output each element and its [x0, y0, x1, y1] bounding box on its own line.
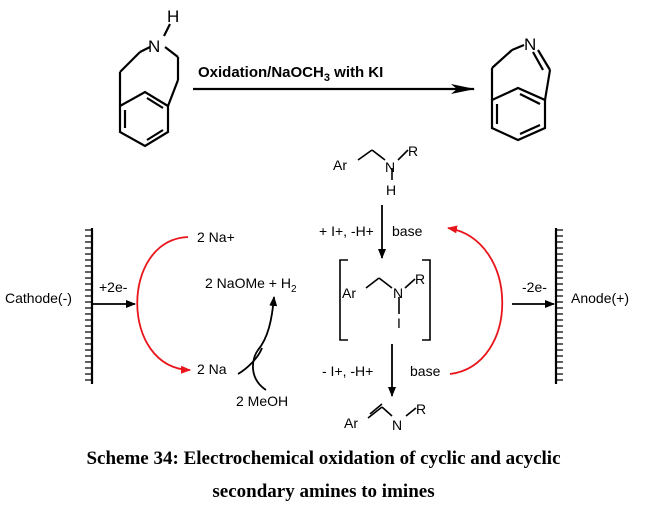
- intermediate-brackets: [339, 259, 431, 341]
- reaction-conditions: Oxidation/NaOCH3 with KI: [198, 64, 383, 84]
- intermediate-n: N: [393, 285, 403, 301]
- cathode-electrons: +2e-: [99, 279, 128, 295]
- intermediate-i: I: [397, 315, 401, 331]
- amine-n: N: [385, 159, 395, 175]
- meoh-label: 2 MeOH: [236, 393, 288, 409]
- naome-h2-label: 2 NaOMe + H2: [205, 275, 297, 295]
- amine-r: R: [408, 143, 418, 159]
- anode-electrons: -2e-: [522, 279, 547, 295]
- na-label: 2 Na: [197, 361, 227, 377]
- amine-structure: [357, 149, 409, 180]
- na-plus-label: 2 Na+: [197, 229, 235, 245]
- step1-right-label: base: [392, 223, 423, 239]
- anode-label: Anode(+): [571, 290, 629, 306]
- anode-electrode: [554, 228, 563, 384]
- step2-left-label: - I+, -H+: [322, 363, 373, 379]
- cathode-label: Cathode(-): [5, 290, 72, 306]
- cathode-red-arrow: [136, 236, 191, 374]
- imine-structure: [367, 403, 417, 419]
- anode-red-arrow: [447, 225, 504, 375]
- reactant-tetrahydroisoquinoline: [118, 23, 180, 148]
- reactant-hydrogen: H: [167, 7, 179, 26]
- step2-right-label: base: [410, 363, 441, 379]
- naome-formation-arrow: [252, 296, 278, 391]
- cathode-electrode: [85, 228, 94, 384]
- na-join-line: [237, 347, 263, 375]
- intermediate-ar: Ar: [342, 285, 356, 301]
- imine-ar: Ar: [344, 415, 358, 431]
- product-nitrogen: N: [524, 35, 536, 54]
- product-dihydroisoquinoline: [490, 43, 552, 142]
- intermediate-r: R: [415, 271, 425, 287]
- imine-n: N: [392, 417, 402, 433]
- step1-left-label: + I+, -H+: [319, 223, 374, 239]
- caption-line2: secondary amines to imines: [212, 481, 435, 502]
- amine-h: H: [386, 182, 396, 198]
- reactant-nitrogen: N: [148, 37, 160, 56]
- amine-ar: Ar: [333, 157, 347, 173]
- imine-r: R: [416, 401, 426, 417]
- caption-line1: Scheme 34: Electrochemical oxidation of …: [86, 448, 561, 469]
